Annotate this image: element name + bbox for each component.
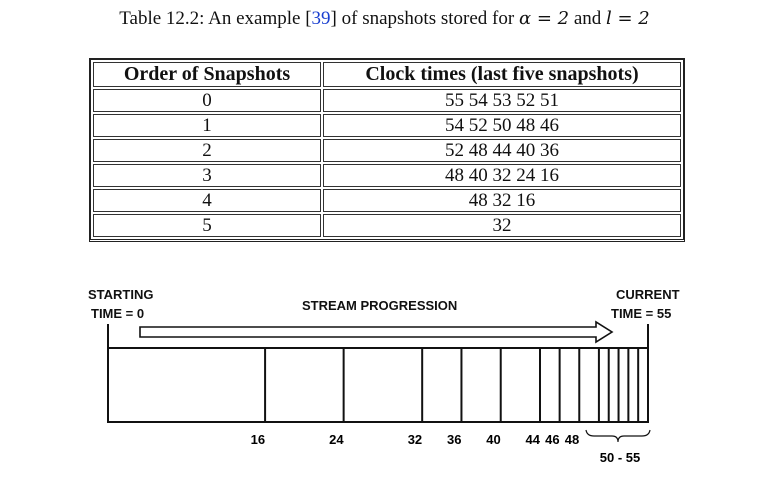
order-cell: 1 (93, 114, 321, 137)
range-brace (585, 429, 651, 443)
starting-time-label: TIME = 0 (91, 306, 145, 321)
timeline-box (107, 347, 649, 423)
order-cell: 2 (93, 139, 321, 162)
clock-times-cell: 48 40 32 24 16 (323, 164, 681, 187)
tick-label: 24 (329, 432, 344, 447)
clock-times-cell: 48 32 16 (323, 189, 681, 212)
alpha-expression: α = 2 (518, 8, 570, 29)
snapshot-table: Order of Snapshots Clock times (last fiv… (89, 58, 685, 242)
range-label: 50 - 55 (600, 450, 640, 465)
table-header-row: Order of Snapshots Clock times (last fiv… (93, 62, 681, 87)
tick-label: 36 (447, 432, 461, 447)
tick-label: 40 (486, 432, 500, 447)
current-time-label: TIME = 55 (611, 306, 672, 321)
starting-label: STARTING (88, 287, 154, 302)
stream-progression-label: STREAM PROGRESSION (302, 298, 458, 313)
order-cell: 3 (93, 164, 321, 187)
citation-link[interactable]: 39 (311, 8, 331, 29)
tick-label: 46 (545, 432, 559, 447)
tick-label: 16 (251, 432, 265, 447)
tick-label: 44 (526, 432, 541, 447)
progression-arrow (139, 320, 614, 344)
tick-label: 48 (565, 432, 579, 447)
snapshot-lines (264, 348, 640, 422)
order-cell: 0 (93, 89, 321, 112)
column-header-clock-times: Clock times (last five snapshots) (323, 62, 681, 87)
clock-times-cell: 32 (323, 214, 681, 237)
clock-times-cell: 55 54 53 52 51 (323, 89, 681, 112)
order-cell: 4 (93, 189, 321, 212)
current-label: CURRENT (616, 287, 680, 302)
clock-times-cell: 52 48 44 40 36 (323, 139, 681, 162)
clock-times-cell: 54 52 50 48 46 (323, 114, 681, 137)
l-expression: l = 2 (606, 8, 650, 29)
table-caption: Table 12.2: An example [39] of snapshots… (119, 8, 650, 29)
order-cell: 5 (93, 214, 321, 237)
column-header-order: Order of Snapshots (93, 62, 321, 87)
tick-label: 32 (408, 432, 422, 447)
tick-labels: 16 24 32 36 40 44 46 48 (251, 432, 580, 447)
